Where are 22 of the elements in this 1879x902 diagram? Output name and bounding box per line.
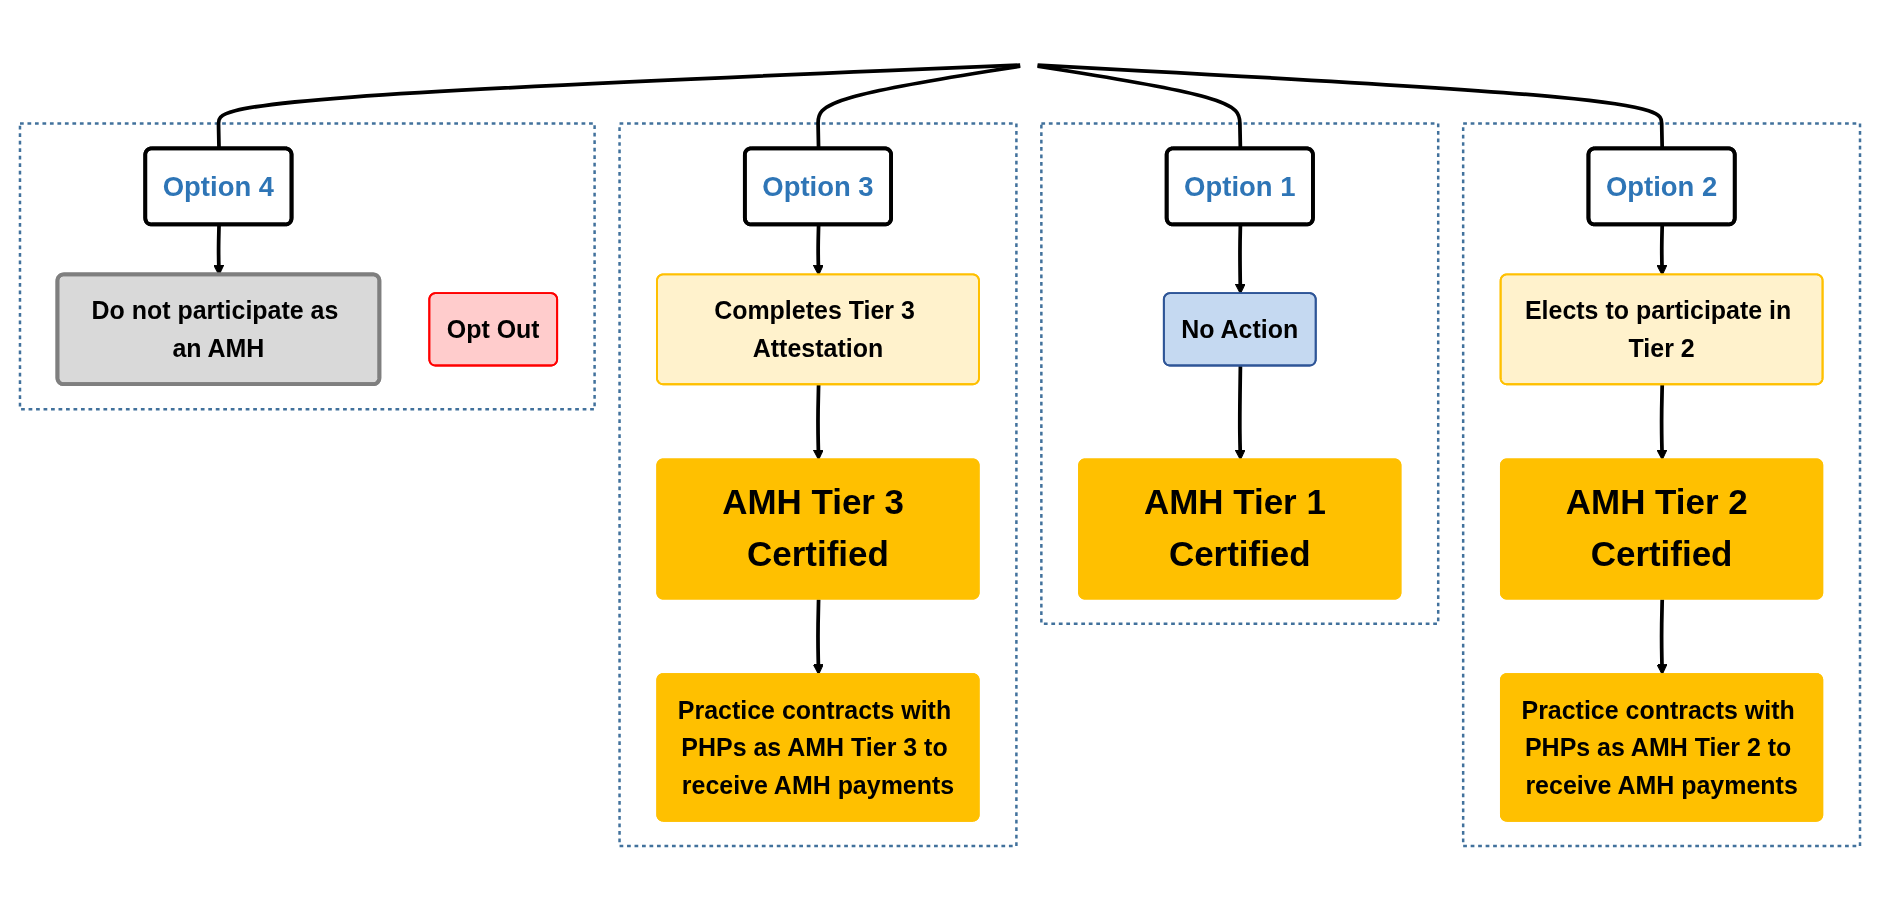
connector-line <box>1656 225 1667 276</box>
connector-line <box>1234 225 1246 295</box>
process-box: Practice contracts with PHPs as AMH Tier 2 to receive AMH payments <box>1499 673 1823 822</box>
process-box: Opt Out <box>427 292 558 367</box>
process-box: AMH Tier 1 Certified <box>1077 458 1401 600</box>
connector-line <box>812 384 824 461</box>
process-box: AMH Tier 2 Certified <box>1499 458 1823 600</box>
connector-line <box>1234 366 1246 461</box>
process-box: Practice contracts with PHPs as AMH Tier 3 to receive AMH payments <box>655 673 980 822</box>
connector-line <box>812 225 824 276</box>
option-box: Option 2 <box>1586 146 1737 227</box>
connector-line <box>812 599 824 675</box>
process-box: Do not participate as an AMH <box>55 272 381 387</box>
option-box: Option 3 <box>742 146 893 227</box>
option-box: Option 1 <box>1164 146 1315 227</box>
option-box: Option 4 <box>142 146 293 227</box>
process-box: AMH Tier 3 Certified <box>655 458 980 600</box>
process-box: Elects to participate in Tier 2 <box>1499 273 1823 386</box>
process-box: No Action <box>1162 292 1317 367</box>
connector-line <box>1656 384 1667 461</box>
connector-line <box>1656 599 1667 675</box>
process-box: Completes Tier 3 Attestation <box>655 273 980 386</box>
